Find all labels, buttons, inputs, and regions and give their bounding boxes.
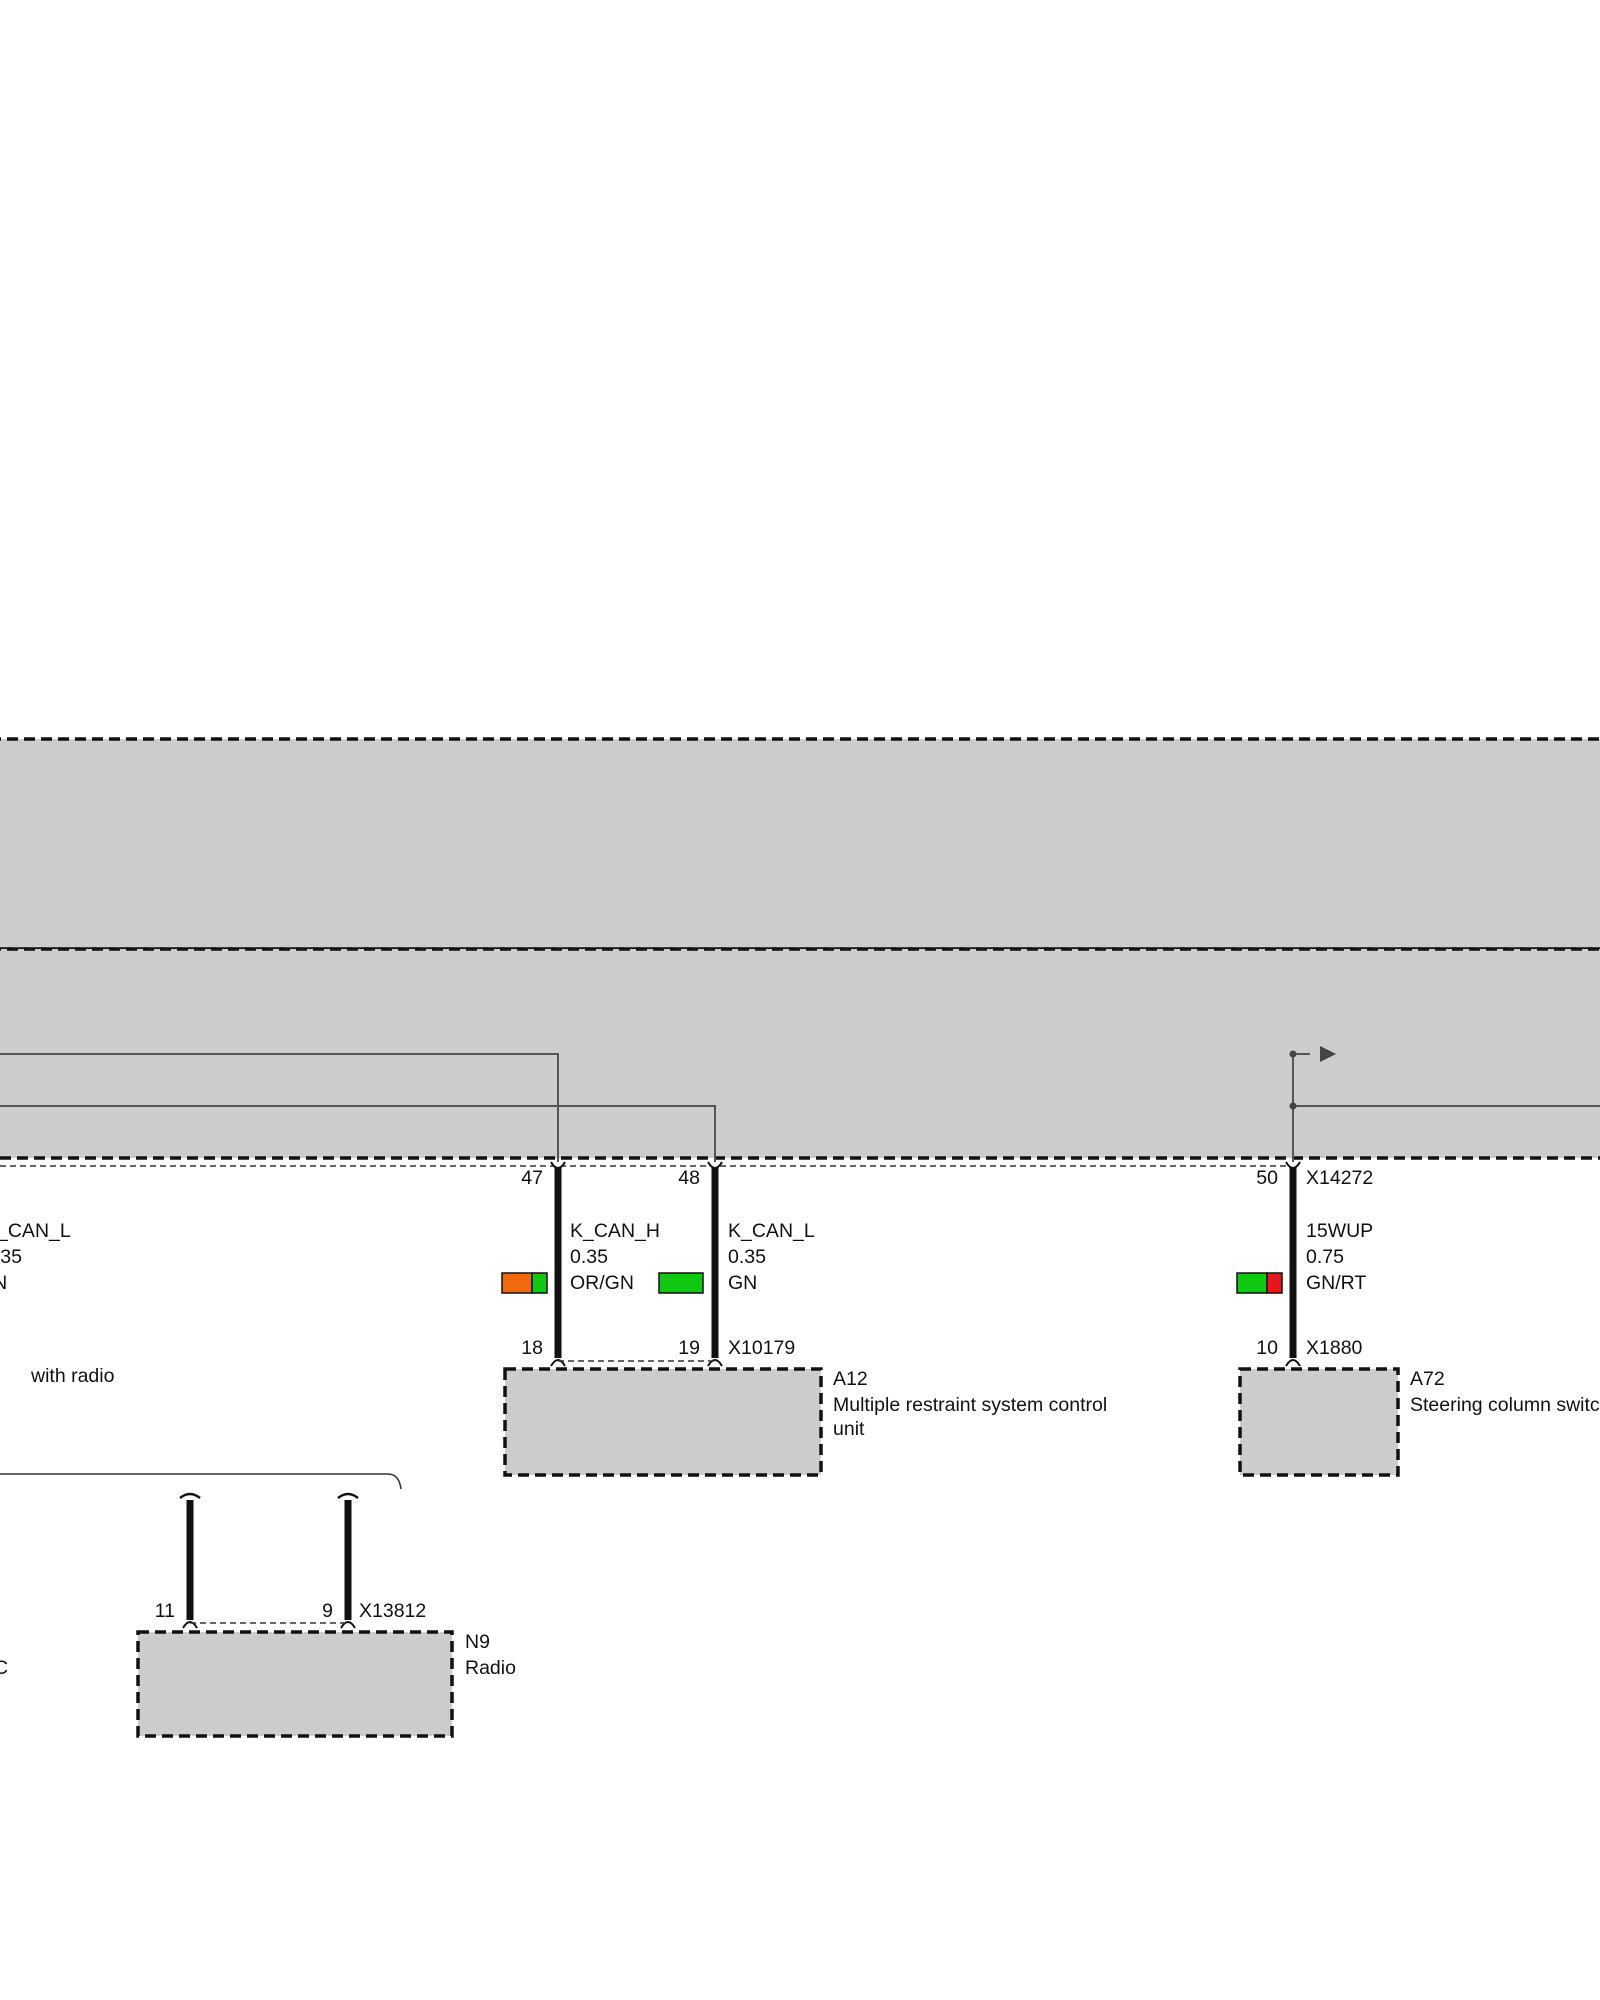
component-name: Multiple restraint system control: [833, 1394, 1107, 1416]
connector-label: X1880: [1306, 1337, 1363, 1359]
component-code: A72: [1410, 1368, 1445, 1390]
junction-dot: [1289, 1102, 1297, 1110]
pin-marker: [1285, 1161, 1301, 1169]
wire-signal-label: K_CAN_H: [570, 1220, 660, 1242]
pin-label: 11: [155, 1600, 175, 1622]
component-name: unit: [833, 1418, 865, 1440]
pin-label: 18: [521, 1337, 543, 1359]
partial-label: C: [0, 1657, 8, 1679]
component-name: Steering column switch cluster: [1410, 1394, 1600, 1416]
junction-dot: [1289, 1050, 1297, 1058]
wire-color-code: OR/GN: [570, 1272, 634, 1294]
wire-signal-label: K_CAN_L: [0, 1220, 71, 1242]
option-brace: [0, 1473, 402, 1490]
connector-label: X13812: [359, 1600, 426, 1622]
arrow-icon: [1320, 1046, 1336, 1062]
pin-label: 9: [322, 1600, 333, 1622]
pin-marker: [707, 1161, 723, 1169]
wire-cross-section: 0.75: [1306, 1246, 1344, 1268]
wire-signal-label: K_CAN_L: [728, 1220, 815, 1242]
pin-label: 10: [1256, 1337, 1278, 1359]
component-code: N9: [465, 1631, 490, 1653]
internal-line-k-can-h: [0, 1053, 559, 1162]
internal-line-k-can-l: [0, 1105, 716, 1162]
upper-module-block: [0, 737, 1600, 951]
wire-color-code: GN/RT: [1306, 1272, 1366, 1294]
wire-color-swatch: [1236, 1272, 1283, 1294]
pin-label: 50: [1256, 1167, 1278, 1189]
component-a72-box: [1238, 1367, 1400, 1477]
wire-color-code: GN: [728, 1272, 757, 1294]
wire-color-swatch: [658, 1272, 704, 1294]
wire-break-icon: [179, 1492, 201, 1500]
connector-label: X10179: [728, 1337, 795, 1359]
pin-label: 19: [678, 1337, 700, 1359]
component-name: Radio: [465, 1657, 516, 1679]
wire-color-swatch: [501, 1272, 548, 1294]
component-n9-box: [136, 1630, 454, 1738]
connector-label: X14272: [1306, 1167, 1373, 1189]
pin-label: 47: [521, 1167, 543, 1189]
pin-marker: [1285, 1359, 1301, 1367]
option-note: with radio: [30, 1365, 115, 1387]
pin-label: 48: [678, 1167, 700, 1189]
wire-signal-label: 15WUP: [1306, 1220, 1373, 1242]
wire-color-code: GN: [0, 1272, 7, 1294]
wire-cross-section: 0.35: [570, 1246, 608, 1268]
wire-cross-section: 0.35: [728, 1246, 766, 1268]
component-code: A12: [833, 1368, 868, 1390]
wire-cross-section: 0.35: [0, 1246, 22, 1268]
pin-marker: [550, 1161, 566, 1169]
wire-break-icon: [337, 1492, 359, 1500]
component-a12-box: [503, 1367, 823, 1477]
